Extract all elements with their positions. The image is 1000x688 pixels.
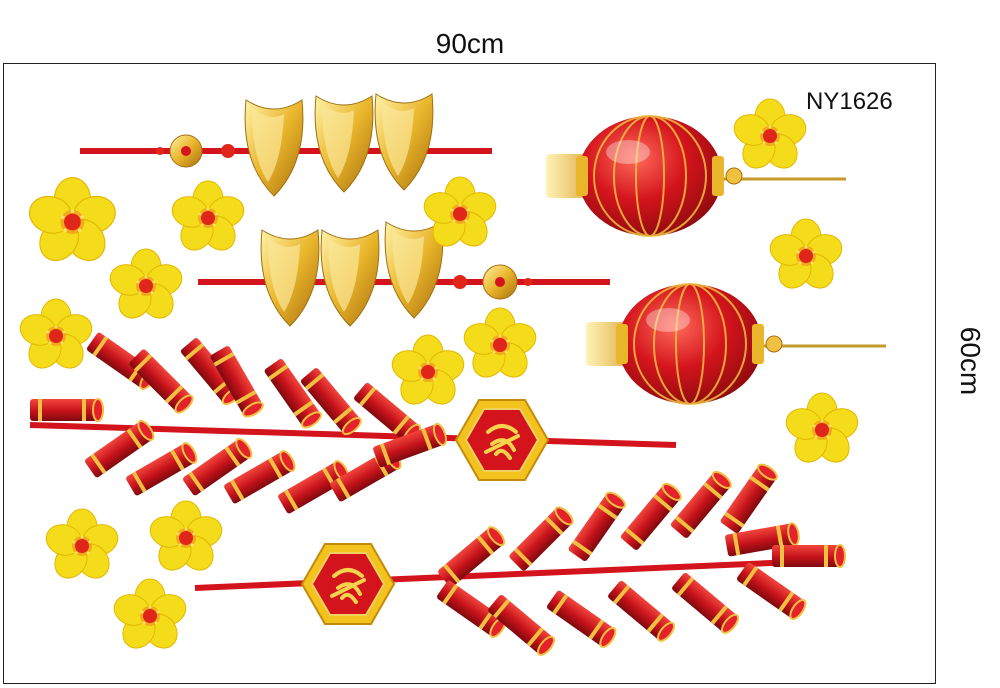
- lantern-icon: [585, 283, 783, 405]
- firecracker-icon: [618, 480, 685, 553]
- lantern-bottom: [585, 283, 886, 405]
- gold-ingot-icon: [314, 95, 374, 193]
- lantern-icon: [545, 115, 743, 237]
- flower-icon: [105, 248, 187, 325]
- gold-ingot-icon: [260, 229, 320, 327]
- fortune-charm-icon: [300, 542, 396, 626]
- gold-ingot-icon: [374, 93, 434, 191]
- firecracker-icon: [544, 588, 620, 651]
- firecracker-icon: [566, 488, 629, 564]
- flower-icon: [459, 307, 541, 384]
- gold-ingot-icon: [320, 229, 380, 327]
- flower-icon: [387, 334, 469, 411]
- flower-icon: [41, 508, 123, 585]
- fortune-charm-icon: [454, 398, 550, 482]
- flower-icon: [765, 218, 847, 295]
- firecracker-icon: [771, 544, 846, 568]
- flower-icon: [167, 180, 249, 257]
- flower-icon: [15, 298, 97, 375]
- firecracker-icon: [669, 570, 742, 637]
- firecracker-icon: [507, 503, 577, 573]
- lantern-top: [545, 115, 846, 237]
- sticker-frame: [3, 63, 936, 684]
- flower-icon: [109, 578, 191, 655]
- flower-icon: [729, 98, 811, 175]
- flower-icon: [24, 177, 121, 269]
- gold-ingot-icon: [244, 99, 304, 197]
- firecracker-icon: [29, 398, 104, 422]
- ingot-string-top: [80, 93, 492, 197]
- firecracker-icon: [668, 468, 735, 541]
- firecracker-bundle-left: [29, 330, 677, 516]
- width-dimension-label: 90cm: [435, 28, 505, 59]
- flower-icon: [145, 500, 227, 577]
- firecracker-icon: [718, 460, 781, 536]
- firecracker-bundle-right: [194, 460, 846, 659]
- flower-icon: [781, 392, 863, 469]
- product-code: NY1626: [806, 88, 893, 115]
- firecracker-icon: [734, 560, 810, 623]
- firecracker-icon: [605, 578, 678, 645]
- ingot-string-middle: [198, 221, 610, 327]
